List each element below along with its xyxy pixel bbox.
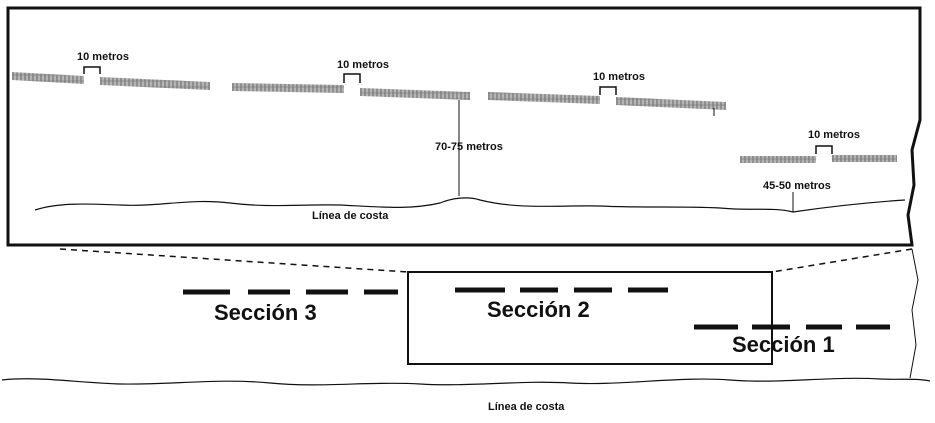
section-1-label: Sección 1: [732, 332, 835, 357]
zoom-inset-panel: 10 metros 10 metros 10 metros 10 metros …: [6, 6, 922, 247]
inset-breakwater-group-3: 10 metros: [12, 51, 210, 90]
inset-breakwater-group-2b: 10 metros: [488, 71, 726, 116]
breakwater-segment: [740, 156, 816, 163]
breakwater-segment: [488, 92, 600, 104]
breakwater-segment: [616, 97, 726, 110]
breakwater-segment: [360, 88, 470, 100]
gap-bracket: [815, 145, 833, 154]
inset-coastline: [34, 197, 906, 213]
gap-label: 10 metros: [337, 59, 389, 71]
inset-breakwater-group-1: 10 metros: [740, 129, 897, 163]
breakwater-segment: [232, 83, 344, 93]
gap-label: 10 metros: [77, 51, 129, 63]
inset-breakwater-group-2: 10 metros: [232, 59, 470, 100]
gap-bracket: [343, 73, 361, 83]
zoom-connector-right: [771, 248, 913, 273]
map-edge: [909, 248, 919, 379]
gap-bracket: [599, 86, 617, 95]
zoom-highlight-box: [407, 271, 773, 365]
breakwater-segment: [832, 155, 897, 162]
coastline: [1, 377, 931, 386]
distance-label-near: 45-50 metros: [763, 180, 831, 192]
distance-label-far: 70-75 metros: [435, 141, 503, 153]
gap-label: 10 metros: [593, 71, 645, 83]
coastline-label: Línea de costa: [488, 401, 565, 413]
breakwater-segment: [12, 72, 84, 84]
breakwater-segment: [100, 77, 210, 90]
inset-frame: [6, 6, 922, 247]
zoom-connector-left: [59, 248, 409, 273]
inset-coastline-label: Línea de costa: [312, 210, 389, 222]
section-3-label: Sección 3: [214, 300, 317, 325]
gap-label: 10 metros: [808, 129, 860, 141]
gap-bracket: [83, 66, 101, 74]
section-2-label: Sección 2: [487, 297, 590, 322]
